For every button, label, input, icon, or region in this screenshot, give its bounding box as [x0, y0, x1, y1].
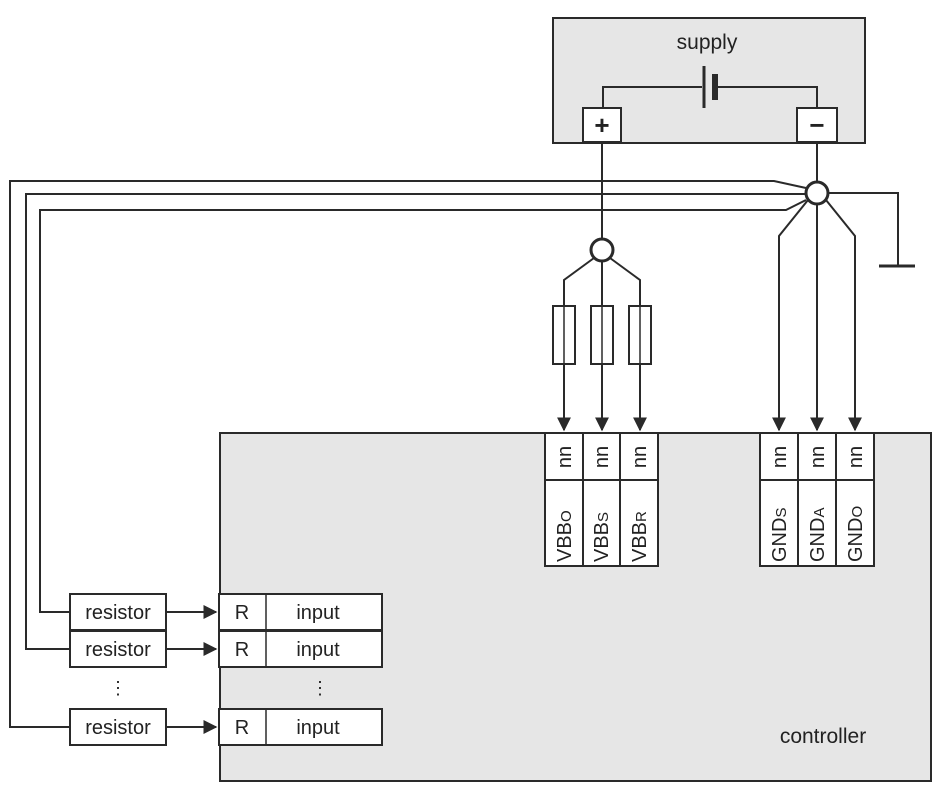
vbb-s-label: VBBS — [591, 512, 613, 562]
gnd-a-pin: nn — [807, 446, 829, 468]
input-box-1 — [218, 593, 383, 631]
supply-internal-wire-right — [716, 86, 818, 108]
resistor-ellipsis: ⋮ — [109, 678, 127, 698]
minus-symbol: − — [809, 110, 824, 140]
gnd-o-pin: nn — [845, 446, 867, 468]
vbb-branch-left — [563, 257, 595, 306]
supply-internal-wire-left — [602, 86, 702, 108]
input-label-2: input — [296, 639, 340, 661]
resistor-label-3: resistor — [85, 717, 151, 739]
plus-symbol: + — [594, 110, 609, 140]
plus-terminal — [582, 107, 622, 143]
gnd-branch-right — [825, 199, 862, 432]
gnd-a-label: GNDA — [807, 508, 829, 562]
gnd-s-label: GNDS — [769, 508, 791, 562]
vbb-o-label: VBBO — [554, 510, 576, 562]
input-label-3: input — [296, 717, 340, 739]
vbb-r-pin: nn — [629, 446, 651, 468]
input-label-1: input — [296, 602, 340, 624]
gnd-s-pin: nn — [769, 446, 791, 468]
input-r-3: R — [235, 717, 249, 739]
return-wire-2 — [25, 193, 806, 650]
vbb-terminal-block — [544, 432, 659, 567]
controller-label: controller — [780, 725, 866, 748]
ground-wire — [828, 192, 899, 266]
input-box-2 — [218, 630, 383, 668]
input-r-1: R — [235, 602, 249, 624]
gnd-junction-node — [804, 180, 830, 206]
vbb-r-label: VBBR — [629, 511, 651, 562]
vbb-o-pin: nn — [554, 446, 576, 468]
input-box-3 — [218, 708, 383, 746]
gnd-branch-left — [772, 199, 809, 432]
return-wire-3 — [39, 199, 807, 613]
vbb-branch-right — [609, 257, 641, 306]
vbb-s-pin: nn — [591, 446, 613, 468]
resistor-box-3 — [69, 708, 167, 746]
input-r-2: R — [235, 639, 249, 661]
resistor-label-2: resistor — [85, 639, 151, 661]
gnd-terminal-block — [759, 432, 875, 567]
return-wire-1 — [9, 180, 807, 728]
vbb-junction-node — [589, 237, 615, 263]
gnd-o-label: GNDO — [845, 506, 867, 562]
input-ellipsis: ⋮ — [311, 678, 329, 698]
resistor-label-1: resistor — [85, 602, 151, 624]
supply-label: supply — [677, 31, 738, 54]
